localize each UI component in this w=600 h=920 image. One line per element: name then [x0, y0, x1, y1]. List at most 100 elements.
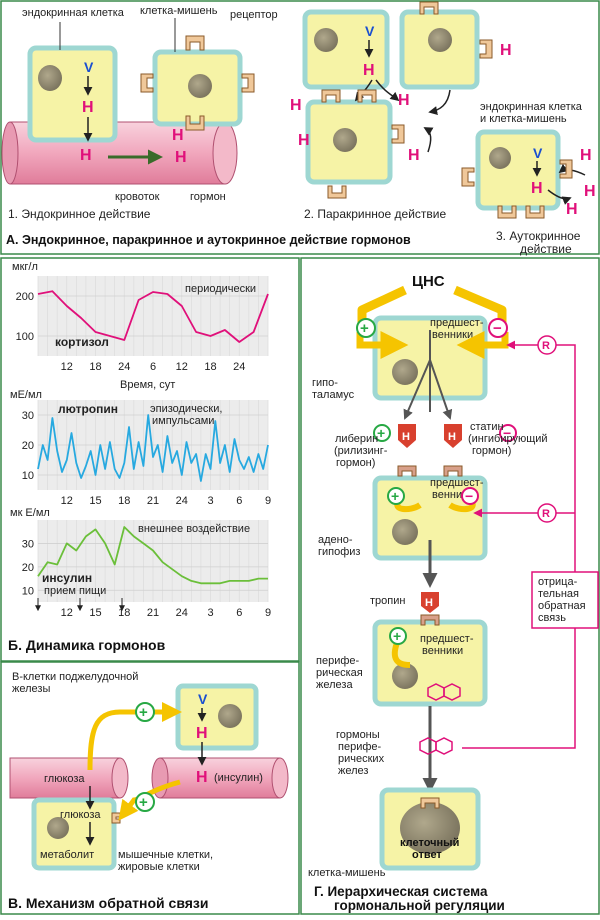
paracrine-cells: V Н	[302, 9, 480, 185]
x-tick-label: 9	[265, 495, 271, 507]
y-tick-label: 30	[22, 410, 34, 422]
receptor-icon	[111, 812, 121, 824]
label-precursors: предшест-	[430, 317, 484, 329]
receptor-icon	[420, 797, 440, 809]
x-tick-label: 24	[176, 495, 188, 507]
target-cell	[152, 49, 243, 127]
svg-text:+: +	[391, 488, 399, 504]
meal-label: прием пищи	[44, 585, 106, 597]
section-d-title: гормональной регуляции	[334, 898, 505, 913]
hormone-symbol: Н	[82, 99, 94, 116]
label-statin: (ингибирующий	[468, 433, 548, 445]
section-a-frame	[0, 0, 600, 255]
svg-text:−: −	[493, 320, 502, 337]
x-tick-label: 3	[207, 607, 213, 619]
svg-text:−: −	[465, 488, 473, 504]
hormone-symbol: Н	[80, 147, 92, 164]
x-tick-label: 15	[89, 495, 101, 507]
svg-text:+: +	[377, 425, 385, 441]
y-tick-label: 100	[16, 331, 34, 343]
label-glucose-vessel: глюкоза	[44, 773, 85, 785]
x-tick-label: 6	[236, 495, 242, 507]
hormone-symbol: Н	[196, 725, 208, 742]
x-tick-label: 18	[118, 607, 130, 619]
y-tick-label: 30	[22, 538, 34, 550]
label-metabolite: метаболит	[40, 849, 94, 861]
peripheral-gland-cell: предшест- венники	[372, 614, 488, 707]
label-feedback: связь	[538, 612, 566, 624]
caption-paracrine: 2. Паракринное действие	[304, 207, 447, 221]
hormone-symbol: Н	[584, 183, 596, 200]
x-tick-label: 24	[118, 361, 130, 373]
label-statin: гормон)	[472, 445, 511, 457]
cortisol-axis-title: Время, сут	[120, 379, 175, 391]
label-feedback: отрица-	[538, 576, 578, 588]
label-statin: статин	[470, 421, 504, 433]
hormone-symbol: Н	[500, 42, 512, 59]
steroid-icon	[427, 683, 461, 701]
caption-autocrine: 3. Аутокринное	[496, 229, 581, 243]
section-c-frame	[0, 661, 300, 915]
label-autocrine-cell: эндокринная клетка	[480, 101, 583, 113]
beta-cell: V Н	[175, 683, 259, 751]
svg-text:R: R	[542, 340, 550, 352]
insulin-vessel	[151, 757, 289, 799]
label-peripheral-hormones: желез	[338, 765, 368, 777]
receptor-icon	[397, 465, 417, 477]
svg-text:Н: Н	[425, 597, 433, 609]
svg-text:+: +	[139, 704, 148, 721]
x-tick-label: 18	[89, 361, 101, 373]
y-tick-label: 10	[22, 585, 34, 597]
section-a: V Н Н Н Н эндокринная клетка клетка-мише…	[0, 0, 600, 256]
label-precursors: предшест-	[430, 477, 484, 489]
x-tick-label: 12	[61, 361, 73, 373]
label-feedback: обратная	[538, 600, 586, 612]
svg-text:Н: Н	[402, 431, 410, 443]
steroid-icon	[419, 737, 453, 755]
x-tick-label: 21	[147, 607, 159, 619]
label-peripheral-gland: рическая	[316, 667, 363, 679]
label-liberin: либерин	[335, 433, 378, 445]
cortisol-label: кортизол	[55, 335, 109, 349]
label-hypothalamus: гипо-	[312, 377, 338, 389]
label-precursors: венники	[432, 329, 473, 341]
lutropin-note: импульсами	[152, 415, 214, 427]
x-tick-label: 18	[118, 495, 130, 507]
lutropin-label: лютропин	[58, 402, 118, 416]
x-tick-label: 18	[204, 361, 216, 373]
x-tick-label: 3	[207, 495, 213, 507]
label-peripheral-hormones: рических	[338, 753, 385, 765]
label-adenohypophysis: адено-	[318, 534, 353, 546]
label-target-cell: клетка-мишень	[140, 5, 218, 17]
series-line-лютропин	[37, 414, 269, 482]
series-line-кортизол	[37, 290, 269, 343]
label-feedback: тельная	[538, 588, 579, 600]
x-tick-label: 6	[150, 361, 156, 373]
lutropin-unit: мЕ/мл	[10, 389, 42, 401]
plus-icon: +	[135, 702, 155, 722]
y-tick-label: 20	[22, 440, 34, 452]
hormone-symbol: Н	[363, 62, 375, 79]
receptor-icon	[420, 614, 440, 626]
receptor-r-icon	[537, 335, 557, 355]
x-tick-label: 24	[233, 361, 245, 373]
label-receptor: рецептор	[230, 9, 278, 21]
section-d: ЦНС предшест- венники + − гипо- таламус	[300, 257, 600, 915]
autocrine-cell: V Н	[475, 129, 561, 211]
hormone-symbol: Н	[398, 92, 410, 109]
section-c-title: В. Механизм обратной связи	[8, 895, 208, 911]
label-peripheral-gland: железа	[316, 679, 353, 691]
x-tick-label: 6	[236, 607, 242, 619]
x-tick-label: 12	[61, 607, 73, 619]
label-peripheral-gland: перифе-	[316, 655, 360, 667]
hormone-symbol: Н	[566, 201, 578, 218]
precursor-symbol: V	[533, 145, 543, 161]
cortisol-note: периодически	[185, 283, 256, 295]
hormone-symbol: Н	[196, 769, 208, 786]
x-tick-label: 12	[176, 361, 188, 373]
hormone-symbol: Н	[580, 147, 592, 164]
label-muscle-cells: жировые клетки	[118, 861, 200, 873]
muscle-cell	[31, 797, 121, 871]
